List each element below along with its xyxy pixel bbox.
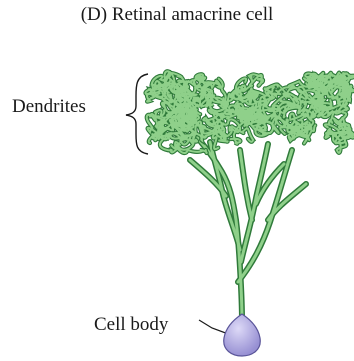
dendrite-tangle [146, 71, 354, 153]
dendrite-trunks [190, 136, 306, 322]
dendrites-brace [126, 74, 148, 154]
cell-body [224, 314, 261, 356]
